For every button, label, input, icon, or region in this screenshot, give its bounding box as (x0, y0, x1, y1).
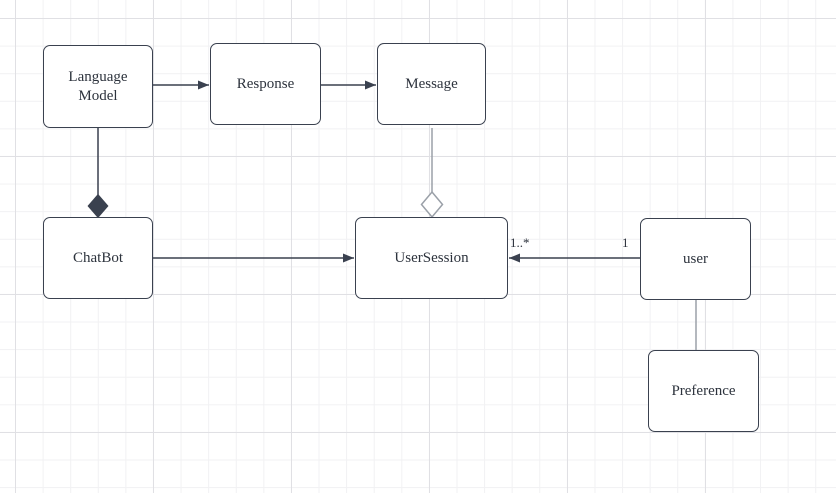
node-message[interactable]: Message (377, 43, 486, 125)
edge-message-to-usersession[interactable] (420, 128, 444, 219)
edge-language-model-to-chatbot[interactable] (87, 128, 109, 219)
node-label: ChatBot (72, 249, 123, 266)
arrowhead-icon (198, 80, 209, 90)
node-label: Preference (671, 382, 736, 399)
edge-label-user-multiplicity[interactable]: 1 (622, 235, 629, 250)
edge-user-to-usersession[interactable] (509, 253, 640, 263)
aggregation-diamond-icon (420, 190, 444, 219)
arrowhead-icon (343, 253, 354, 263)
arrowhead-icon (509, 253, 520, 263)
edge-response-to-message[interactable] (321, 80, 376, 90)
node-response[interactable]: Response (210, 43, 321, 125)
arrowhead-icon (365, 80, 376, 90)
node-user[interactable]: user (640, 218, 751, 300)
node-language-model[interactable]: Language Model (43, 45, 153, 128)
composition-diamond-icon (87, 193, 109, 219)
node-chatbot[interactable]: ChatBot (43, 217, 153, 299)
node-preference[interactable]: Preference (648, 350, 759, 432)
node-label: UserSession (394, 249, 469, 266)
node-label: Response (236, 75, 295, 92)
edge-chatbot-to-usersession[interactable] (153, 253, 354, 263)
edge-language-model-to-response[interactable] (153, 80, 209, 90)
node-label: Language Model (68, 68, 128, 104)
node-usersession[interactable]: UserSession (355, 217, 508, 299)
node-label: user (683, 250, 708, 267)
node-label: Message (405, 75, 458, 92)
edge-label-usersession-multiplicity[interactable]: 1..* (510, 235, 530, 250)
